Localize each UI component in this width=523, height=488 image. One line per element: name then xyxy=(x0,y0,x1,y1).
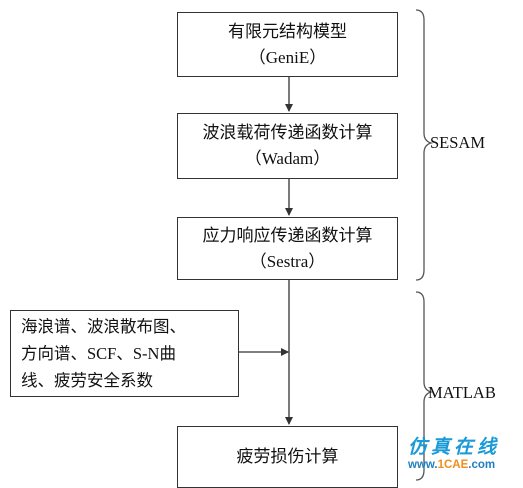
inputs-line-3: 线、疲劳安全系数 xyxy=(21,371,153,390)
fatigue-damage-box: 疲劳损伤计算 xyxy=(177,426,398,488)
brace-matlab xyxy=(415,291,434,481)
site-watermark: 仿真在线 www.1CAE.com xyxy=(408,438,500,472)
wadam-subtitle: （Wadam） xyxy=(244,149,331,168)
genie-title: 有限元结构模型 xyxy=(228,21,347,41)
inputs-line-1: 海浪谱、波浪散布图、 xyxy=(21,317,186,336)
sestra-title: 应力响应传递函数计算 xyxy=(202,225,373,245)
matlab-group-label: MATLAB xyxy=(428,383,496,402)
watermark-text: 仿真在线 xyxy=(408,436,501,458)
sestra-subtitle: （Sestra） xyxy=(249,251,326,271)
sestra-stress-box: 应力响应传递函数计算 （Sestra） xyxy=(177,217,398,280)
wadam-title: 波浪载荷传递函数计算 xyxy=(202,123,373,142)
watermark-url-suffix: .com xyxy=(468,459,496,471)
watermark-url-accent: 1CAE xyxy=(437,459,469,471)
brace-sesam xyxy=(415,9,434,281)
sesam-group-label: SESAM xyxy=(430,133,486,152)
watermark-url-prefix: www. xyxy=(408,459,438,471)
wadam-transfer-box: 波浪载荷传递函数计算 （Wadam） xyxy=(177,113,398,179)
inputs-line-2: 方向谱、SCF、S-N曲 xyxy=(21,344,176,363)
genie-model-box: 有限元结构模型 （GeniE） xyxy=(177,12,398,77)
fatigue-inputs-box: 海浪谱、波浪散布图、 方向谱、SCF、S-N曲 线、疲劳安全系数 xyxy=(10,310,239,397)
watermark-url: www.1CAE.com xyxy=(408,459,500,472)
genie-subtitle: （GeniE） xyxy=(248,47,327,67)
fatigue-title: 疲劳损伤计算 xyxy=(236,447,339,466)
